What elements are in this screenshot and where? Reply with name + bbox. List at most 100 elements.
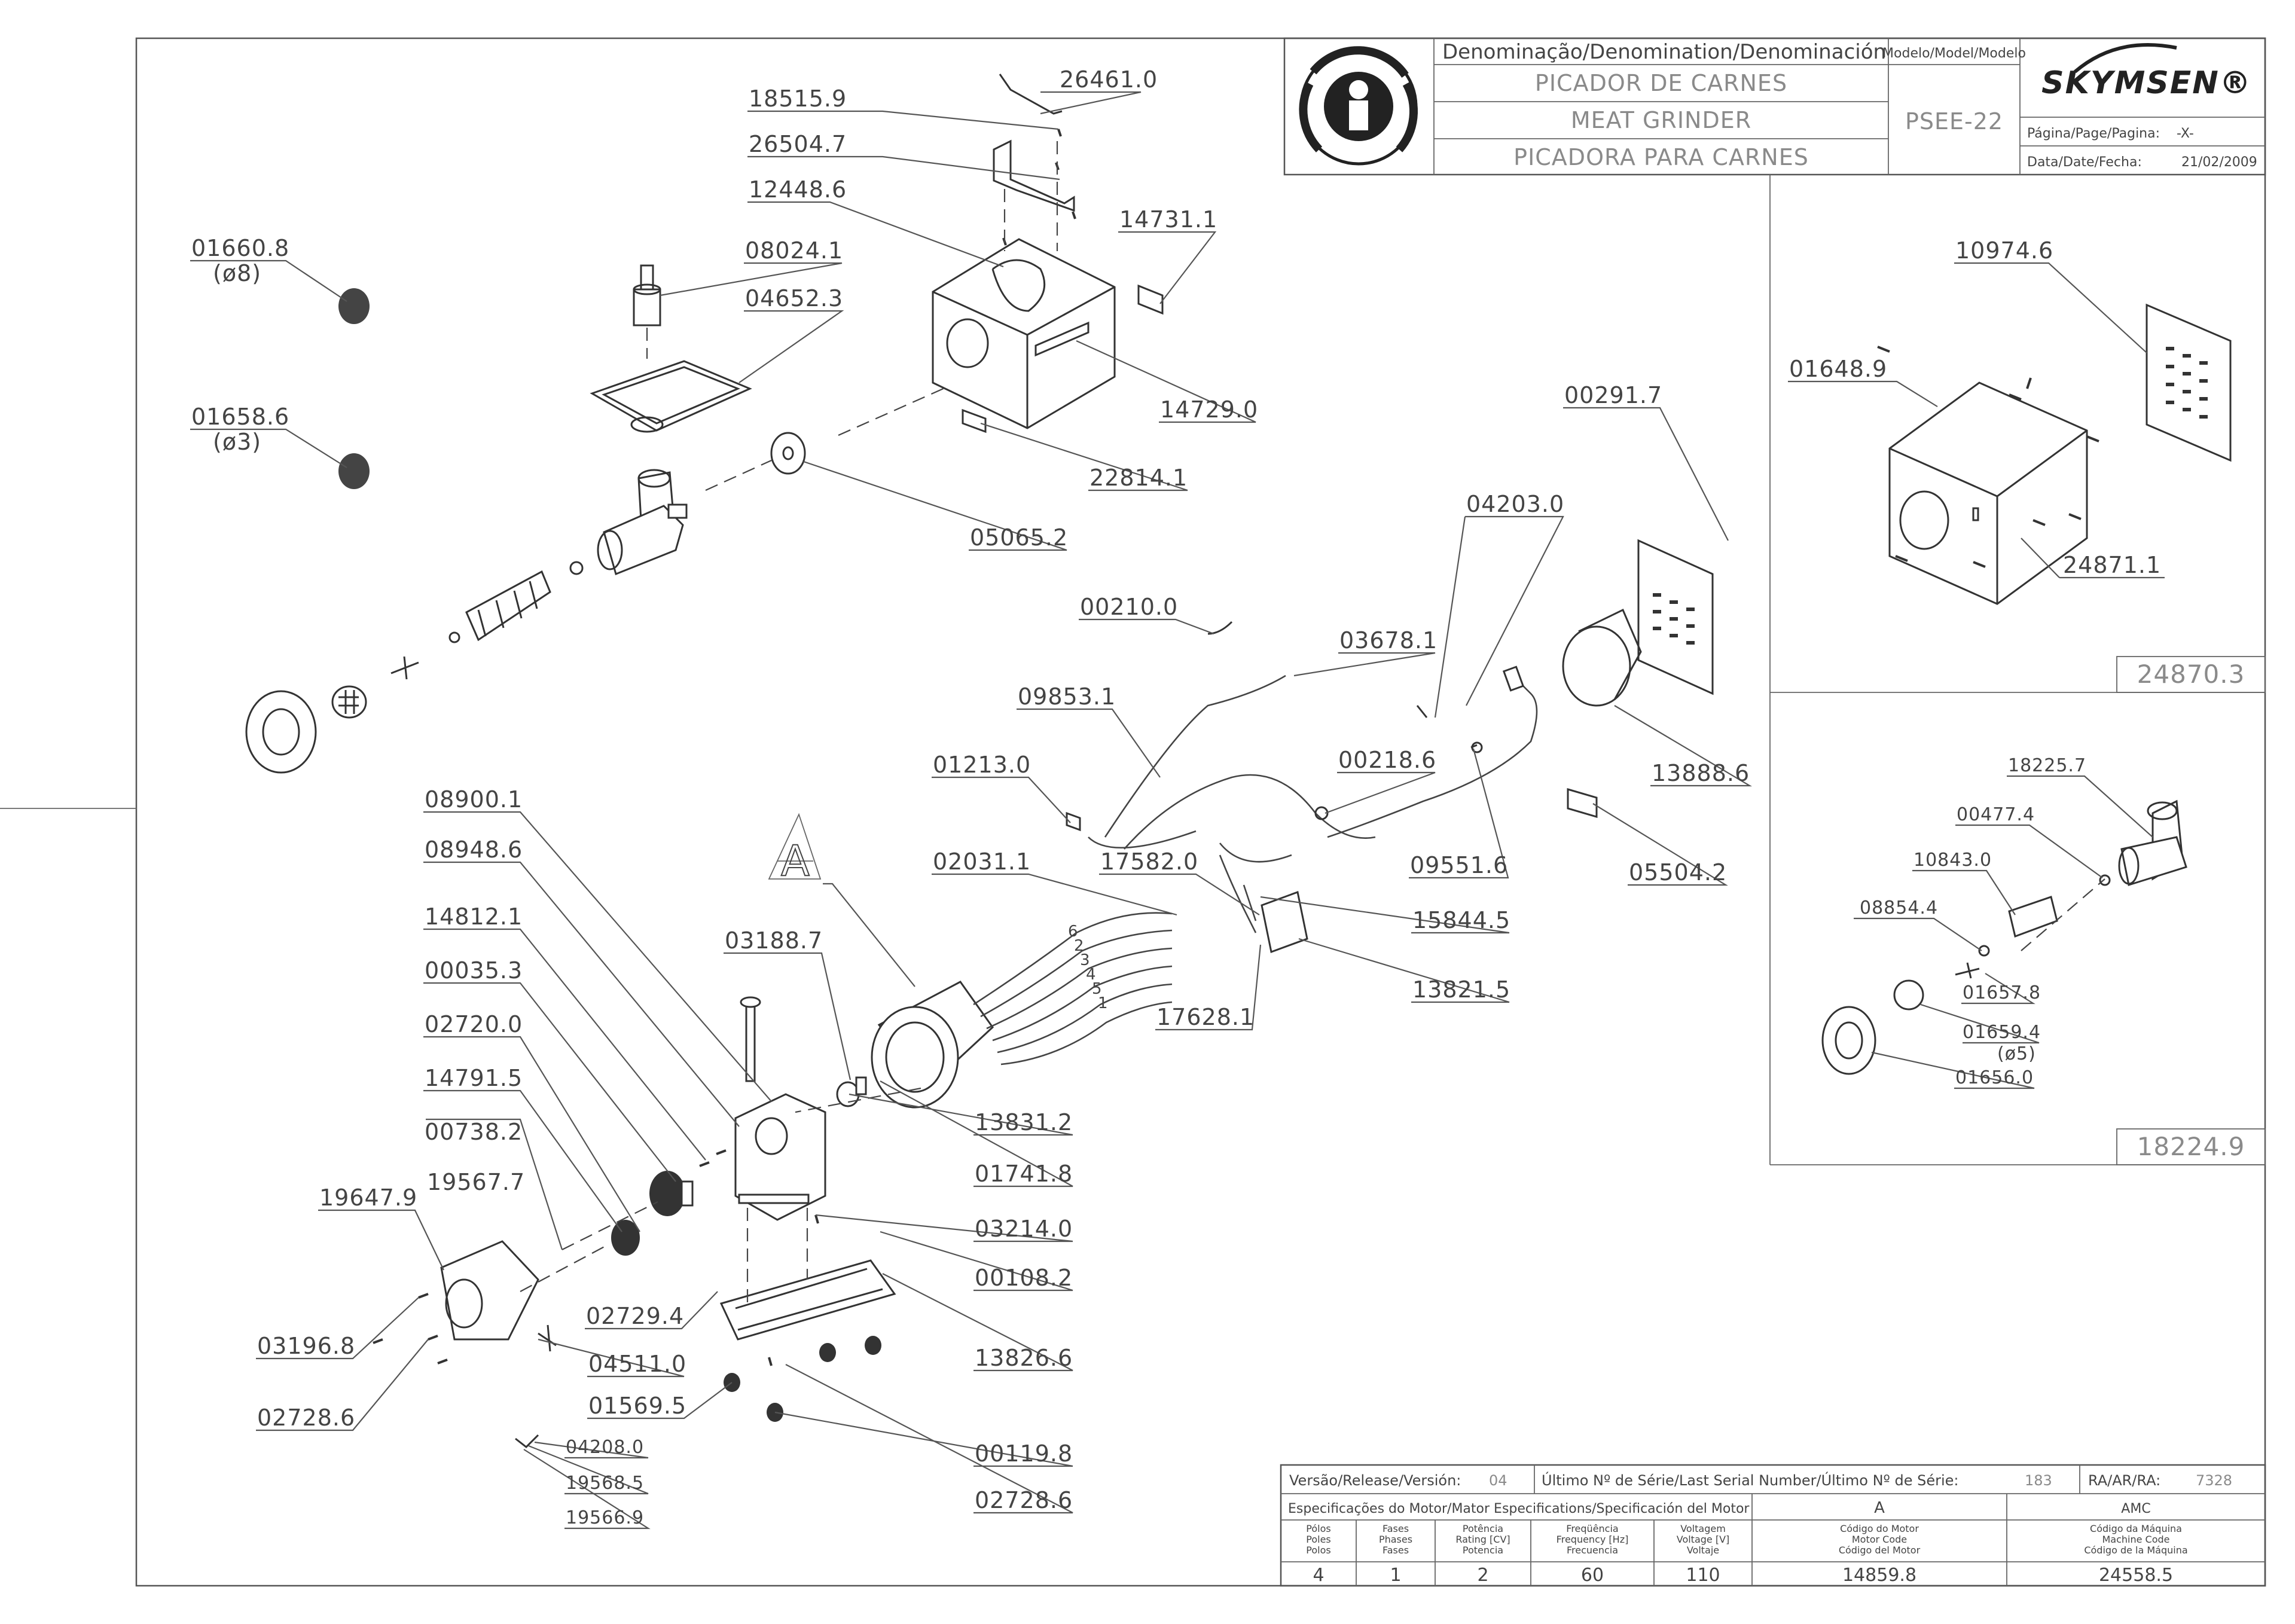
label-01659-4-diameter: (ø5) — [1997, 1043, 2036, 1064]
label-00210-0: 00210.0 — [1080, 594, 1178, 620]
svg-text:Machine Code: Machine Code — [2102, 1534, 2169, 1545]
svg-text:Pólos: Pólos — [1306, 1523, 1330, 1534]
page-value: -X- — [2177, 126, 2194, 141]
date-value: 21/02/2009 — [2181, 155, 2257, 170]
label-12448-6: 12448.6 — [749, 176, 847, 203]
label-00218-6: 00218.6 — [1338, 747, 1436, 773]
denomination-header: Denominação/Denomination/Denominación — [1442, 40, 1886, 64]
spec-col-machine-code: Código da Máquina Machine Code Código de… — [2084, 1523, 2187, 1586]
wire-number-1: 1 — [1098, 994, 1108, 1012]
label-17628-1: 17628.1 — [1156, 1004, 1255, 1030]
motor-a-heading: A — [1874, 1499, 1885, 1517]
footer-table — [1280, 1464, 2266, 1587]
label-13821-5: 13821.5 — [1412, 976, 1510, 1003]
product-name-en: MEAT GRINDER — [1571, 107, 1751, 133]
label-10843-0: 10843.0 — [1913, 850, 1992, 871]
label-01648-9: 01648.9 — [1789, 356, 1887, 382]
spec-motor-code-value: 14859.8 — [1842, 1565, 1916, 1586]
model-header: Modelo/Model/Modelo — [1882, 46, 2026, 61]
label-15844-5: 15844.5 — [1412, 907, 1510, 933]
spec-rating-value: 2 — [1477, 1565, 1488, 1586]
label-22814-1: 22814.1 — [1089, 465, 1188, 491]
label-01659-4: 01659.4 — [1963, 1022, 2041, 1043]
version-value: 04 — [1489, 1472, 1507, 1489]
inset-bottom-leaders — [1854, 775, 2153, 1089]
svg-text:Polos: Polos — [1306, 1544, 1330, 1556]
svg-text:Voltagem: Voltagem — [1680, 1523, 1726, 1534]
wire-number-5: 5 — [1092, 980, 1102, 998]
motor-spec-label: Especificações do Motor/Mator Especifica… — [1288, 1501, 1750, 1516]
spec-poles-value: 4 — [1313, 1565, 1324, 1586]
label-00119-8: 00119.8 — [975, 1440, 1073, 1467]
drawing-border — [135, 37, 2266, 1587]
svg-text:Poles: Poles — [1306, 1534, 1331, 1545]
label-09551-6: 09551.6 — [1410, 852, 1508, 878]
main-leader-lines — [190, 91, 1753, 1530]
inset-top-assembly-number: 24870.3 — [2137, 660, 2245, 689]
grinder-head-parts — [245, 74, 1164, 774]
label-00291-7: 00291.7 — [1564, 382, 1662, 408]
svg-text:Fases: Fases — [1383, 1544, 1409, 1556]
label-01741-8: 01741.8 — [975, 1161, 1073, 1187]
version-label: Versão/Release/Versión: — [1289, 1472, 1461, 1489]
inset-bottom-assembly-number: 18224.9 — [2137, 1132, 2245, 1161]
svg-text:Voltage [V]: Voltage [V] — [1677, 1534, 1730, 1545]
label-19566-9: 19566.9 — [566, 1507, 644, 1528]
svg-text:Rating [CV]: Rating [CV] — [1455, 1534, 1510, 1545]
label-03214-0: 03214.0 — [975, 1216, 1073, 1242]
label-01213-0: 01213.0 — [933, 752, 1031, 778]
spec-col-poles: Pólos Poles Polos 4 — [1306, 1523, 1331, 1586]
inset-frames — [1769, 175, 2266, 1165]
ra-label: RA/AR/RA: — [2088, 1472, 2160, 1489]
label-08024-1: 08024.1 — [745, 237, 843, 264]
page-label: Página/Page/Pagina: — [2027, 126, 2160, 141]
svg-text:Motor Code: Motor Code — [1852, 1534, 1907, 1545]
electrical-parts — [1066, 539, 1714, 954]
label-04208-0: 04208.0 — [566, 1437, 644, 1458]
wire-number-6: 6 — [1068, 923, 1078, 941]
svg-text:Código del Motor: Código del Motor — [1839, 1544, 1921, 1556]
label-08854-4: 08854.4 — [1860, 898, 1938, 918]
label-18225-7: 18225.7 — [2008, 755, 2086, 776]
inset-bottom-parts — [1821, 799, 2187, 1075]
label-02031-1: 02031.1 — [933, 848, 1031, 875]
svg-text:Frequency [Hz]: Frequency [Hz] — [1557, 1534, 1629, 1545]
svg-text:Potência: Potência — [1463, 1523, 1503, 1534]
svg-text:Frecuencia: Frecuencia — [1567, 1544, 1618, 1556]
label-19568-5: 19568.5 — [566, 1473, 644, 1494]
inset-top-leaders — [1788, 262, 2165, 579]
svg-text:Código do Motor: Código do Motor — [1840, 1523, 1919, 1534]
svg-text:Código de la Máquina: Código de la Máquina — [2084, 1544, 2187, 1556]
label-24871-1: 24871.1 — [2063, 552, 2161, 578]
spec-col-rating: Potência Rating [CV] Potencia 2 — [1455, 1523, 1510, 1586]
label-01658-6: 01658.6 — [191, 404, 289, 430]
label-01656-0: 01656.0 — [1955, 1067, 2034, 1088]
label-01660-8-diameter: (ø8) — [213, 260, 261, 286]
serial-value: 183 — [2025, 1472, 2052, 1489]
label-26461-0: 26461.0 — [1060, 66, 1158, 93]
spec-voltage-value: 110 — [1686, 1565, 1720, 1586]
label-13831-2: 13831.2 — [975, 1109, 1073, 1135]
label-08900-1: 08900.1 — [425, 786, 523, 813]
svg-text:Phases: Phases — [1379, 1534, 1412, 1545]
label-14812-1: 14812.1 — [425, 903, 523, 930]
label-01569-5: 01569.5 — [588, 1393, 686, 1419]
label-01657-8: 01657.8 — [1963, 982, 2041, 1003]
spec-phases-value: 1 — [1390, 1565, 1401, 1586]
label-05504-2: 05504.2 — [1629, 859, 1727, 886]
inset-top-parts — [1877, 303, 2232, 605]
serial-label: Último Nº de Série/Last Serial Number/Úl… — [1542, 1471, 1958, 1489]
motor-amc-heading: AMC — [2121, 1501, 2150, 1516]
product-name-pt: PICADOR DE CARNES — [1535, 70, 1787, 96]
spec-frequency-value: 60 — [1581, 1565, 1604, 1586]
wire-number-4: 4 — [1086, 966, 1096, 984]
label-00108-2: 00108.2 — [975, 1265, 1073, 1291]
authorized-assistance-stamp: ASSISTÊNCIA TÉCNICA AUTORIZADA — [1299, 46, 1418, 166]
svg-text:Voltaje: Voltaje — [1687, 1544, 1719, 1556]
label-05065-2: 05065.2 — [970, 524, 1068, 551]
label-17582-0: 17582.0 — [1100, 848, 1198, 875]
label-02729-4: 02729.4 — [586, 1303, 684, 1329]
motor-gearbox-parts — [373, 912, 1173, 1448]
label-00477-4: 00477.4 — [1957, 804, 2035, 825]
label-03188-7: 03188.7 — [725, 927, 823, 954]
